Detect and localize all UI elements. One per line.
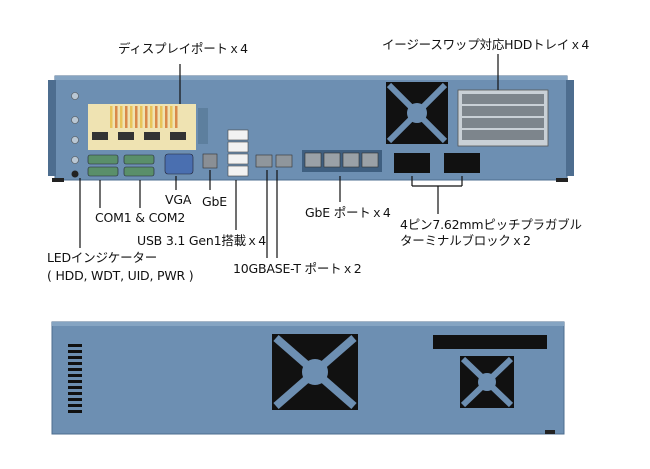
usb-ports [227, 129, 249, 177]
vent-slot [68, 392, 82, 395]
heatsink-fin [170, 106, 173, 128]
led-label-1: LEDインジケーター [47, 250, 157, 265]
vent-slot [68, 386, 82, 389]
led-label-2: ( HDD, WDT, UID, PWR ) [47, 268, 194, 283]
heatsink-fin [125, 106, 128, 128]
terminal-block-label-2: ターミナルブロックｘ2 [400, 233, 531, 248]
heatsink-fin [175, 106, 178, 128]
heatsink-fin [120, 106, 123, 128]
heatsink-fin [130, 106, 133, 128]
screw-icon [71, 116, 79, 124]
vent-slot [68, 344, 82, 347]
screw-icon [71, 92, 79, 100]
heatsink-fin [115, 106, 118, 128]
gbe-port [202, 153, 218, 169]
screw-icon [71, 156, 79, 164]
com-ports [87, 154, 155, 177]
heatsink-fin [165, 106, 168, 128]
screw-icon [71, 136, 79, 144]
gbe-single-label: GbE [202, 194, 227, 209]
heatsink-fin [140, 106, 143, 128]
heatsink-fin [160, 106, 163, 128]
gbe-ports [302, 150, 382, 172]
heatsink-fin [155, 106, 158, 128]
callout-lines [79, 54, 499, 258]
vent-slot [68, 398, 82, 401]
vent-slot [68, 410, 82, 413]
10gbase-t-ports [255, 154, 293, 168]
display-ports-label: ディスプレイポートｘ4 [118, 41, 248, 56]
display-port-card [88, 104, 208, 150]
side-panel [51, 321, 565, 435]
terminal-block-label-1: 4ピン7.62mmピッチプラガブル [400, 217, 582, 232]
terminal-blocks [394, 153, 480, 173]
fan-icon [272, 334, 358, 410]
vga-label: VGA [165, 192, 192, 207]
hdd-trays [457, 89, 549, 147]
heatsink-fin [110, 106, 113, 128]
power-button-icon [71, 170, 79, 178]
fan-icon [460, 356, 514, 408]
vent-slot [68, 374, 82, 377]
heatsink-fin [150, 106, 153, 128]
hotswap-trays-label: イージースワップ対応HDDトレイｘ4 [382, 37, 590, 52]
vent-slot [68, 356, 82, 359]
heatsink-fin [135, 106, 138, 128]
vent-slot [68, 350, 82, 353]
10gbase-t-label: 10GBASE-T ポートｘ2 [233, 261, 362, 276]
vent-slot [68, 380, 82, 383]
heatsink-fin [145, 106, 148, 128]
vga-port [164, 153, 194, 175]
rear-panel [48, 75, 574, 182]
vent-slot [68, 368, 82, 371]
gbe-ports-label: GbE ポートｘ4 [305, 205, 391, 220]
vent-slot [68, 362, 82, 365]
com-ports-label: COM1 & COM2 [95, 210, 186, 225]
vent-slot [68, 404, 82, 407]
usb-label: USB 3.1 Gen1搭載ｘ4 [137, 233, 266, 248]
fan-icon [386, 82, 448, 144]
